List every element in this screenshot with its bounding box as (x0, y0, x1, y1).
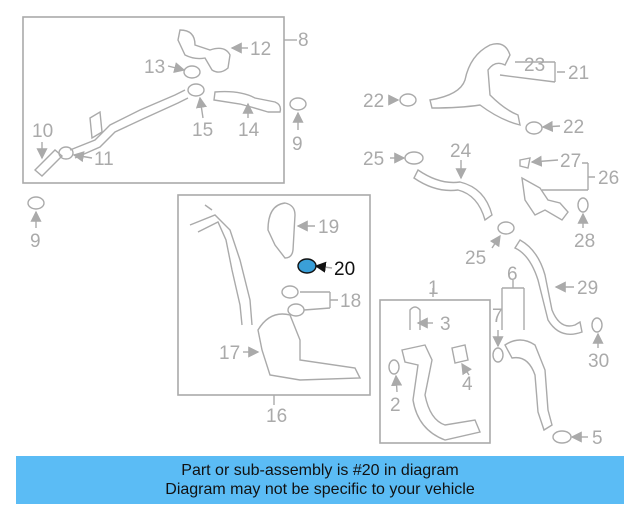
callout-9-lower: 9 (30, 231, 41, 252)
clamp-25-lower (497, 221, 515, 235)
clamp-11 (58, 146, 74, 160)
clamp-13 (183, 65, 201, 79)
callout-22-right: 22 (563, 117, 584, 138)
callout-27: 27 (560, 151, 581, 172)
connector-part-27 (519, 157, 531, 169)
clamp-22-right (525, 121, 543, 135)
clamp-15 (187, 83, 205, 97)
callout-25-lower: 25 (465, 248, 486, 269)
gasket-part-28 (577, 197, 589, 213)
hose-part-1 (401, 344, 481, 441)
callout-15: 15 (192, 120, 213, 141)
callout-2: 2 (390, 395, 401, 416)
fitting-part-4 (451, 344, 469, 364)
clamp-part-5 (552, 430, 572, 444)
hose-part-12 (177, 29, 231, 73)
clamp-25-upper (404, 151, 424, 165)
callout-20: 20 (334, 259, 355, 280)
bracket-part-26 (521, 176, 569, 221)
callout-21: 21 (568, 63, 589, 84)
info-banner: Part or sub-assembly is #20 in diagram D… (16, 456, 624, 504)
callout-18: 18 (340, 291, 361, 312)
callout-26: 26 (598, 168, 619, 189)
callout-1: 1 (428, 278, 439, 299)
callout-10: 10 (32, 121, 53, 142)
gasket-part-2 (388, 359, 400, 375)
hose-part-24 (413, 168, 493, 222)
clamp-9-lower (27, 196, 45, 210)
callout-22-left: 22 (363, 91, 384, 112)
callout-29: 29 (577, 278, 598, 299)
banner-line-1: Part or sub-assembly is #20 in diagram (181, 462, 459, 479)
banner-line-2: Diagram may not be specific to your vehi… (165, 481, 475, 498)
clamp-18-a (281, 285, 299, 299)
callout-13: 13 (144, 57, 165, 78)
callout-9-upper: 9 (292, 134, 303, 155)
hose-part-14 (213, 90, 282, 113)
callout-17: 17 (219, 343, 240, 364)
clamp-18-b (287, 303, 305, 317)
leader-lines (30, 39, 604, 443)
hose-part-17 (257, 313, 362, 381)
gasket-part-30 (591, 317, 603, 333)
callout-3: 3 (440, 314, 451, 335)
callout-14: 14 (238, 120, 260, 141)
callout-11: 11 (94, 149, 114, 170)
callout-25-upper: 25 (363, 149, 384, 170)
callout-4: 4 (462, 374, 473, 395)
hose-part-6 (504, 339, 553, 432)
callout-28: 28 (574, 231, 595, 252)
clamp-part-20 (297, 258, 317, 274)
pipe-bracket (89, 110, 103, 140)
group-box-8 (22, 16, 285, 184)
clamp-9-upper (289, 97, 307, 111)
clamp-22-left (399, 93, 417, 107)
hose-part-19 (267, 202, 296, 259)
hose-part-29 (513, 239, 583, 335)
bracket-part-3 (409, 306, 421, 330)
callout-5: 5 (592, 428, 603, 449)
coolant-pipe-left (189, 204, 253, 326)
callout-16: 16 (266, 406, 287, 427)
callout-19: 19 (318, 217, 339, 238)
callout-24: 24 (450, 141, 472, 162)
coolant-pipe-main (69, 89, 189, 159)
callout-12: 12 (250, 39, 271, 60)
group-box-1 (379, 299, 491, 444)
callout-30: 30 (588, 351, 609, 372)
callout-6: 6 (507, 264, 518, 285)
callout-7: 7 (492, 306, 503, 327)
hose-part-23 (429, 43, 521, 126)
gasket-part-7 (492, 347, 504, 363)
pipe-part-10 (33, 149, 64, 177)
callout-23: 23 (524, 55, 545, 76)
callout-8: 8 (298, 30, 309, 51)
